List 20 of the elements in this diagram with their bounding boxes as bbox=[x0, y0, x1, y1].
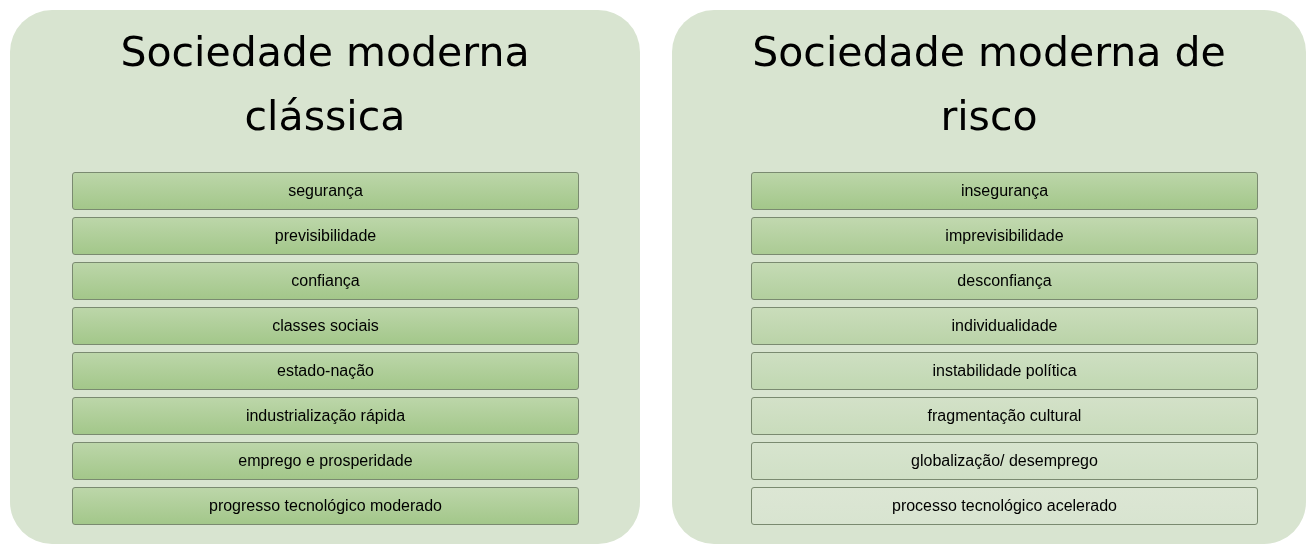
panel-title: Sociedade moderna clássica bbox=[119, 27, 531, 142]
list-item-bar: globalização/ desemprego bbox=[751, 442, 1258, 480]
list-item-bar: insegurança bbox=[751, 172, 1258, 210]
list-item-bar: desconfiança bbox=[751, 262, 1258, 300]
list-item-bar: individualidade bbox=[751, 307, 1258, 345]
list-item-bar: emprego e prosperidade bbox=[72, 442, 579, 480]
list-item-bar: instabilidade política bbox=[751, 352, 1258, 390]
list-item-bar: previsibilidade bbox=[72, 217, 579, 255]
list-item-bar: processo tecnológico acelerado bbox=[751, 487, 1258, 525]
panel-title: Sociedade moderna de risco bbox=[751, 27, 1227, 142]
list-item-bar: segurança bbox=[72, 172, 579, 210]
list-item-bar: fragmentação cultural bbox=[751, 397, 1258, 435]
panel bbox=[672, 10, 1306, 544]
list-item-bar: estado-nação bbox=[72, 352, 579, 390]
list-item-bar: confiança bbox=[72, 262, 579, 300]
list-item-bar: progresso tecnológico moderado bbox=[72, 487, 579, 525]
list-item-bar: imprevisibilidade bbox=[751, 217, 1258, 255]
list-item-bar: industrialização rápida bbox=[72, 397, 579, 435]
panel bbox=[10, 10, 640, 544]
list-item-bar: classes sociais bbox=[72, 307, 579, 345]
